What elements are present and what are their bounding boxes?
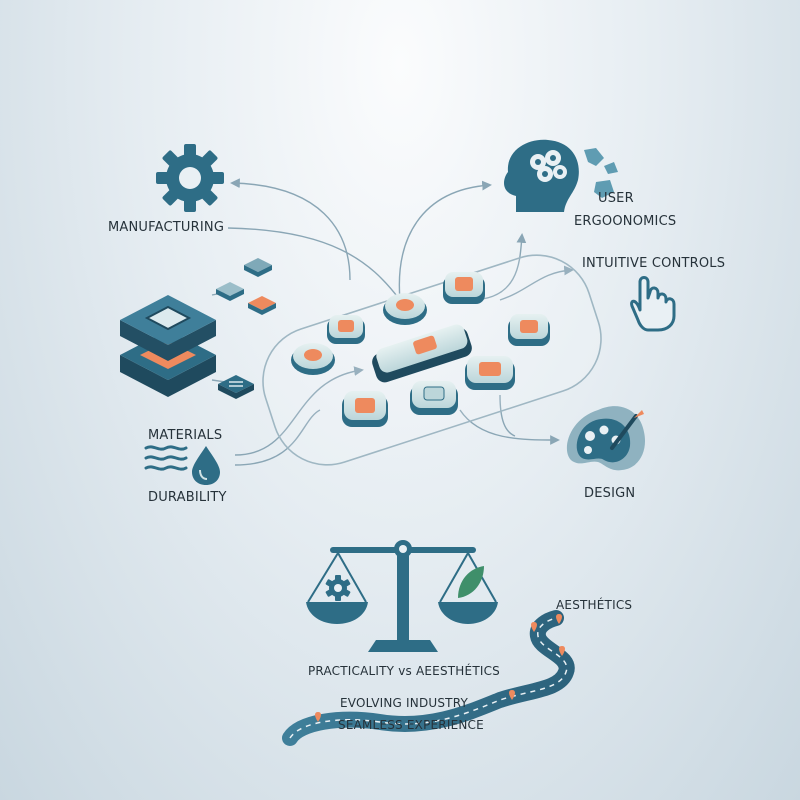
arrow-to-manufacturing [230, 178, 351, 281]
gear-icon [156, 144, 224, 212]
arrow-to-design-2 [499, 394, 516, 437]
palette-icon [566, 406, 646, 471]
design-label: DESIGN [584, 486, 636, 501]
arrow-to-intuitive [499, 265, 574, 301]
water-drop-icon [144, 445, 220, 485]
scale-gear-icon [325, 575, 351, 601]
durability-label: DURABILITY [148, 490, 227, 505]
materials-label: MATERIALS [148, 428, 223, 443]
winding-road-icon [282, 610, 575, 746]
layer-stack-icon [120, 295, 216, 397]
floating-tiles [216, 258, 276, 399]
control-button[interactable] [410, 381, 458, 415]
intuitive-controls-label: INTUITIVE CONTROLS [582, 256, 726, 271]
control-button[interactable] [342, 391, 388, 427]
control-button[interactable] [465, 356, 515, 390]
control-button[interactable] [327, 315, 365, 344]
control-button[interactable] [383, 293, 427, 325]
head-brain-icon [504, 139, 618, 212]
control-buttons [291, 272, 550, 427]
manufacturing-label: MANUFACTURING [108, 220, 225, 235]
control-button[interactable] [508, 314, 550, 346]
evolving-industry-label: EVOLVING INDUSTRY [340, 696, 469, 710]
seamless-experience-label: SEAMLESS EXPERIENCE [338, 718, 484, 732]
arrow-from-manufacturing-label [227, 227, 401, 301]
control-slider[interactable] [370, 322, 474, 384]
practicality-vs-aesthetics-label: PRACTICALITY vs AEESTHÉTICS [308, 664, 500, 678]
arrow-to-ergonomics [398, 180, 492, 301]
arrow-to-design [459, 409, 560, 445]
scale-icon [306, 540, 498, 652]
arrow-from-materials [234, 366, 364, 456]
user-label: USER [598, 191, 634, 206]
control-button[interactable] [291, 343, 335, 375]
aesthetics-label: AESTHÉTICS [556, 598, 633, 612]
control-button[interactable] [443, 272, 485, 304]
map-pin-icon [315, 614, 565, 722]
scale-leaf-icon [458, 566, 484, 598]
pointing-hand-icon [630, 276, 676, 332]
arrow-from-materials-2 [234, 409, 321, 466]
ergonomics-label: ERGOONOMICS [574, 214, 677, 229]
